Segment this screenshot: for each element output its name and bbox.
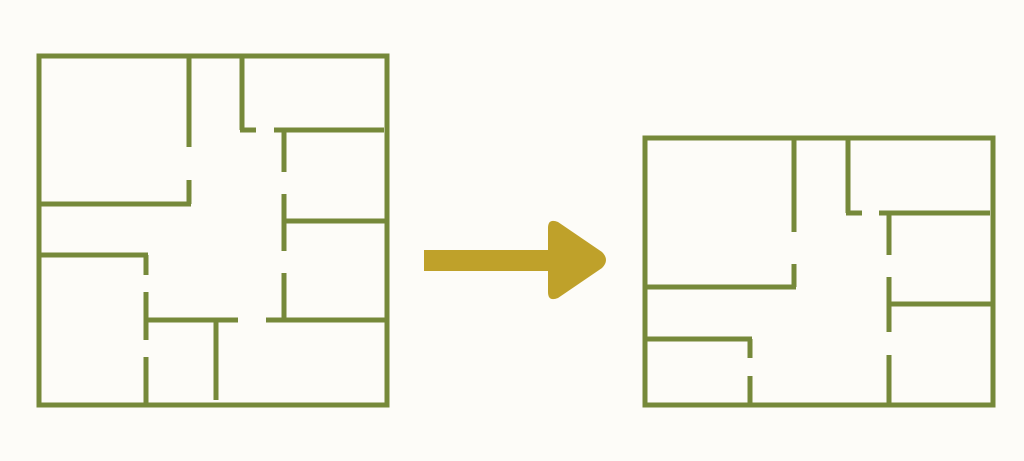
arrow-shaft	[424, 250, 554, 271]
modified-interior-walls	[645, 138, 993, 405]
original-interior-walls	[39, 56, 387, 405]
arrow-head	[548, 220, 606, 300]
original-outer-wall	[36, 53, 390, 408]
modified-floor-plan	[642, 135, 996, 408]
arrow-right-icon	[424, 220, 606, 300]
original-floor-plan	[36, 53, 390, 408]
modified-outer-wall	[642, 135, 996, 408]
